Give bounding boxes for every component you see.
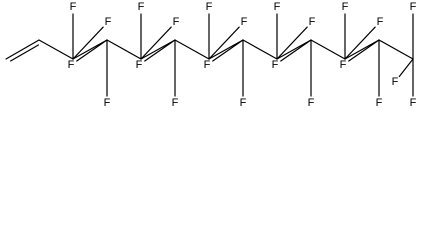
bond-c10-c11 [310,39,346,60]
bond-c2-c3 [38,39,74,60]
bond-c5-c6 [140,39,176,60]
atom-label-fluorine: F [68,59,75,71]
atom-label-fluorine: F [173,16,180,28]
atom-label-fluorine: F [204,59,211,71]
bond-c9-f9b [276,26,308,60]
atom-label-fluorine: F [377,16,384,28]
bond-c1-c2-second-line [10,44,40,62]
atom-label-fluorine: F [309,16,316,28]
bond-c3-c4 [72,39,108,60]
bond-c12-f12a [348,39,380,62]
atom-label-fluorine: F [206,1,213,13]
atom-label-fluorine: F [274,1,281,13]
atom-label-fluorine: F [410,97,417,109]
bond-c5-f5b [140,26,172,60]
bond-c1-c2 [5,39,40,60]
atom-label-fluorine: F [392,76,399,88]
atom-label-fluorine: F [136,59,143,71]
atom-label-fluorine: F [342,1,349,13]
atom-label-fluorine: F [104,97,111,109]
atom-label-fluorine: F [138,1,145,13]
bond-c4-c5 [106,39,142,60]
bond-c3-f3b [72,26,104,60]
bond-c7-c8 [208,39,244,60]
atom-label-fluorine: F [308,97,315,109]
bond-c7-f7b [208,26,240,60]
bond-c8-f8a [212,39,244,62]
bond-layer [5,13,414,97]
bond-c11-f11b [344,26,376,60]
bond-c13-f13c [398,58,414,78]
atom-label-fluorine: F [70,1,77,13]
bond-c4-f4a [76,39,108,62]
bond-c11-c12 [344,39,380,60]
atom-label-fluorine: F [340,59,347,71]
atom-label-fluorine: F [410,1,417,13]
atom-label-fluorine: F [272,59,279,71]
atom-label-fluorine: F [172,97,179,109]
bond-c6-c7 [174,39,210,60]
bond-c8-c9 [242,39,278,60]
bond-c9-c10 [276,39,312,60]
bond-c6-f6a [144,39,176,62]
bond-c10-f10a [280,39,312,62]
atom-label-fluorine: F [105,16,112,28]
atom-label-fluorine: F [240,97,247,109]
atom-label-fluorine: F [241,16,248,28]
atom-label-fluorine: F [376,97,383,109]
bond-c12-c13 [378,39,414,60]
